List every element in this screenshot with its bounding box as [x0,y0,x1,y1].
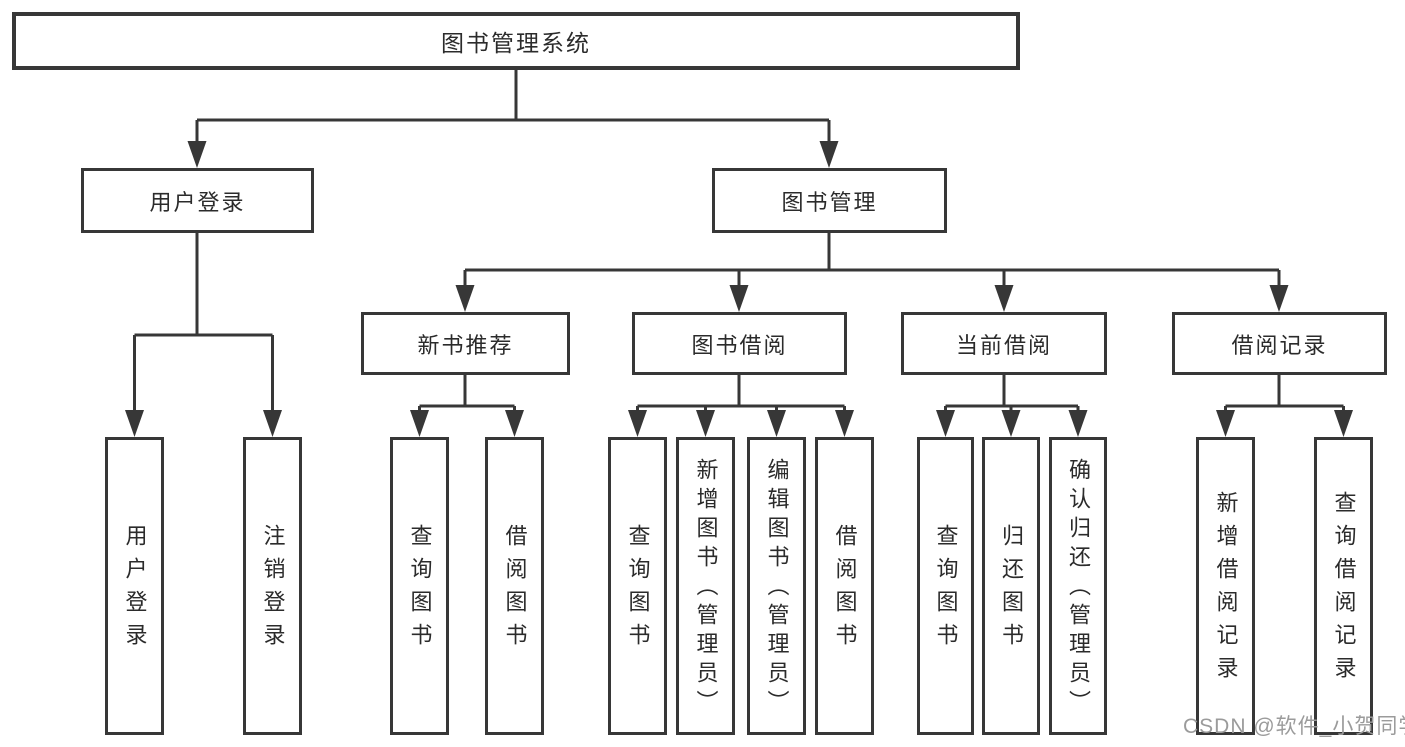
node-book-management: 图书管理 [712,168,947,233]
node-book-borrowing: 图书借阅 [632,312,847,375]
node-query-books-1: 查询图书 [390,437,449,735]
node-current-borrowing: 当前借阅 [901,312,1107,375]
arrowheads [125,141,1353,437]
node-return-books: 归还图书 [982,437,1040,735]
node-borrowing-records: 借阅记录 [1172,312,1387,375]
watermark: CSDN @软件_小贺同学 [1183,715,1405,738]
node-user-login-group: 用户登录 [81,168,314,233]
node-borrow-books-2: 借阅图书 [815,437,874,735]
node-add-book-admin: 新增图书（管理员） [676,437,735,735]
node-new-book-recommendation: 新书推荐 [361,312,570,375]
node-logout: 注销登录 [243,437,302,735]
node-confirm-return-admin: 确认归还（管理员） [1049,437,1107,735]
node-edit-book-admin: 编辑图书（管理员） [747,437,806,735]
node-library-management-system: 图书管理系统 [12,12,1020,70]
node-query-borrow-record: 查询借阅记录 [1314,437,1373,735]
node-user-login: 用户登录 [105,437,164,735]
node-query-books-2: 查询图书 [608,437,667,735]
node-query-books-3: 查询图书 [917,437,974,735]
node-borrow-books-1: 借阅图书 [485,437,544,735]
node-add-borrow-record: 新增借阅记录 [1196,437,1255,735]
